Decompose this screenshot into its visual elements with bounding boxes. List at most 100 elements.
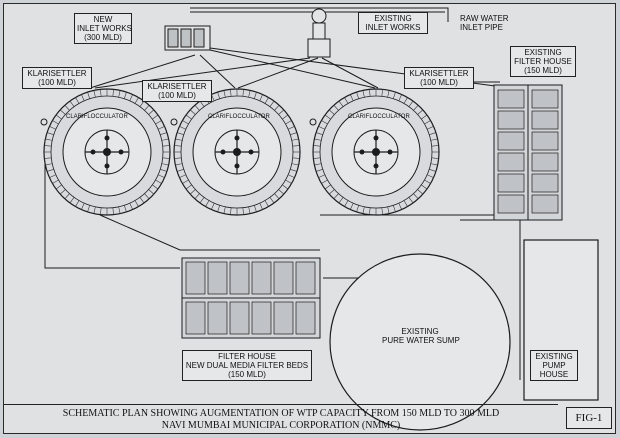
tank-baffle — [328, 109, 335, 115]
tank-baffle — [356, 205, 359, 213]
label-line: FILTER HOUSE — [514, 57, 572, 66]
tank-baffle — [139, 197, 145, 204]
tank-baffle — [205, 200, 210, 207]
tank-baffle — [408, 197, 414, 204]
label-line: EXISTING — [524, 48, 562, 57]
tank-baffle — [162, 157, 170, 159]
tank-baffle — [162, 145, 170, 147]
tank-baffle — [81, 203, 85, 210]
tank-baffle — [100, 207, 102, 215]
filter-bed — [295, 261, 316, 295]
tank-paddle — [387, 149, 393, 155]
tank-baffle — [350, 94, 354, 101]
tank-baffle — [403, 200, 408, 207]
tank-baffle — [403, 97, 408, 104]
tank-baffle — [161, 163, 169, 166]
tank-baffle — [278, 109, 285, 115]
label-line: PUMP — [542, 361, 566, 370]
label-line: FILTER HOUSE — [218, 352, 276, 361]
tank-baffle — [176, 132, 184, 135]
tank-baffle — [264, 200, 269, 207]
tank-baffle — [254, 205, 257, 213]
tank-baffle — [285, 179, 292, 184]
tank-paddle — [373, 135, 379, 141]
label-line: RAW WATER — [460, 14, 509, 23]
caption-line-2: NAVI MUMBAI MUNICIPAL CORPORATION (NMMC) — [161, 420, 401, 431]
filter-bed — [497, 194, 525, 214]
outlet-pipe-mid — [99, 214, 320, 251]
filter-bed — [531, 173, 559, 193]
tank-baffle — [269, 100, 275, 107]
tank-baffle — [424, 120, 431, 125]
tank-paddle — [373, 163, 379, 169]
filter-bed — [185, 301, 206, 335]
tank-baffle — [124, 205, 127, 213]
tank-baffle — [398, 203, 402, 210]
caption-line-1: SCHEMATIC PLAN SHOWING AUGMENTATION OF W… — [62, 408, 500, 419]
tank-baffle — [174, 157, 182, 159]
tank-baffle — [75, 200, 80, 207]
tank-baffle — [350, 203, 354, 210]
inlet-pipe-2 — [199, 54, 236, 89]
klarisettler-label-3: KLARISETTLER (100 MLD) — [404, 67, 474, 89]
filter-bed — [229, 301, 250, 335]
tank-baffle — [87, 205, 90, 213]
tank-baffle — [430, 163, 438, 166]
tank-baffle — [46, 169, 54, 172]
tank-baffle — [176, 169, 184, 172]
tank-baffle — [290, 169, 298, 172]
label-line: KLARISETTLER — [27, 69, 87, 78]
tank-baffle — [315, 169, 323, 172]
tank-paddle — [359, 149, 365, 155]
filter-bed — [251, 301, 272, 335]
tank-baffle — [155, 179, 162, 184]
tank-baffle — [45, 163, 53, 166]
tank-baffle — [259, 203, 263, 210]
tank-baffle — [160, 169, 168, 172]
tank-baffle — [318, 174, 325, 178]
tank-baffle — [292, 157, 300, 159]
tank-baffle — [152, 114, 159, 120]
tank-valve-icon — [40, 118, 48, 126]
label-line: KLARISETTLER — [409, 69, 469, 78]
tank-baffle — [369, 207, 371, 215]
tank-baffle — [124, 91, 127, 99]
tank-baffle — [148, 109, 155, 115]
tank-baffle — [259, 94, 263, 101]
tank-baffle — [189, 109, 196, 115]
tank-baffle — [427, 174, 434, 178]
tank-paddle — [248, 149, 254, 155]
tank-baffle — [199, 197, 205, 204]
tank-baffle — [315, 132, 323, 135]
tank-baffle — [144, 104, 150, 111]
tank-baffle — [328, 189, 335, 195]
clariflocculator-tanks — [40, 88, 440, 216]
existing-filter-house — [493, 84, 563, 221]
label-line: NEW — [93, 15, 113, 24]
tank-baffle — [144, 193, 150, 200]
tank-baffle — [158, 126, 165, 130]
tank-baffle — [52, 120, 59, 125]
tank-baffle — [223, 90, 226, 98]
tank-baffle — [87, 91, 90, 99]
filter-bed — [273, 261, 294, 295]
klarisettler-label-1: KLARISETTLER (100 MLD) — [22, 67, 92, 89]
tank-baffle — [69, 100, 75, 107]
label-line: HOUSE — [539, 370, 569, 379]
new-filter-house-label: FILTER HOUSE NEW DUAL MEDIA FILTER BEDS … — [182, 350, 312, 381]
tank-baffle — [182, 120, 189, 125]
tank-baffle — [288, 126, 295, 130]
tank-paddle — [234, 135, 240, 141]
tank-baffle — [49, 126, 56, 130]
tank-paddle — [104, 163, 110, 169]
tank-baffle — [152, 184, 159, 190]
tank-baffle — [430, 138, 438, 141]
inlet-pipe-4 — [237, 57, 319, 89]
tank-baffle — [223, 206, 226, 214]
tank-baffle — [274, 193, 280, 200]
tank-baffle — [194, 193, 200, 200]
tank-baffle — [112, 89, 114, 97]
tank-valve-icon — [170, 118, 178, 126]
tank-baffle — [291, 163, 299, 166]
label-line: (150 MLD) — [524, 66, 562, 75]
